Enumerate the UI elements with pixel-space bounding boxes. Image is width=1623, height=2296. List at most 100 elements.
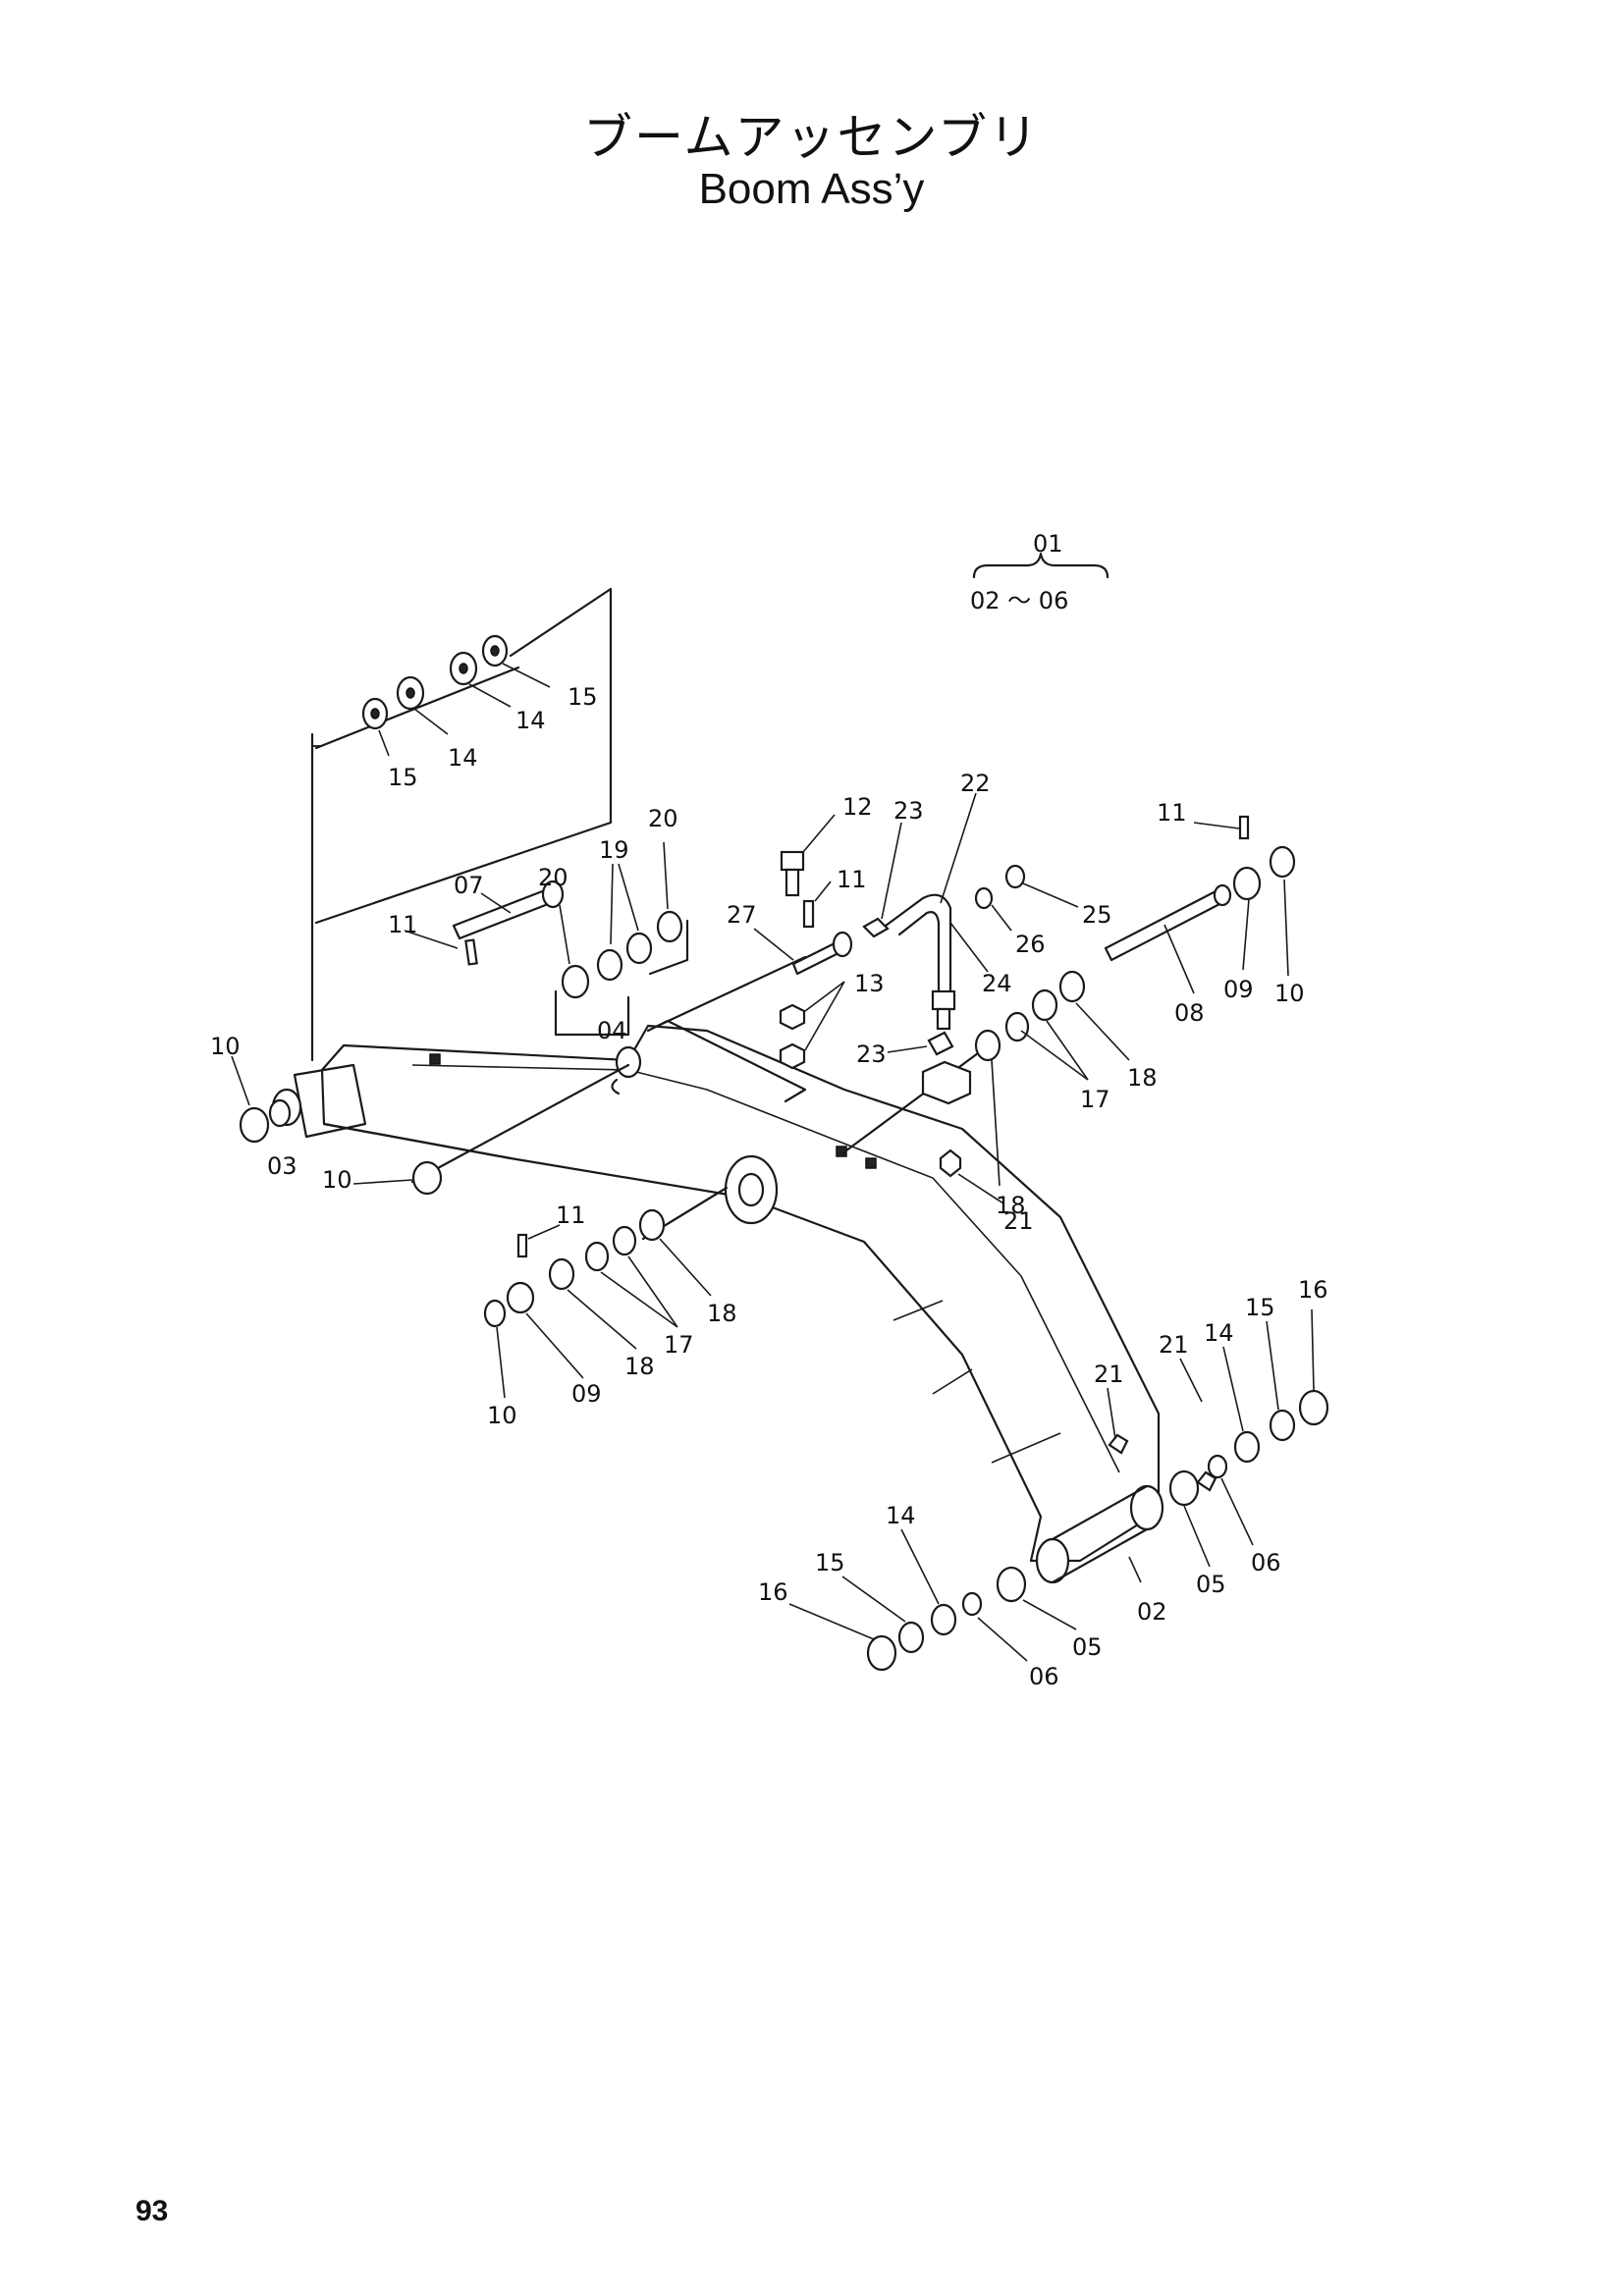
leader (231, 1055, 250, 1106)
left-bushing-group (239, 1098, 443, 1196)
callout-label: 11 (837, 866, 867, 893)
washer-15-left (897, 1621, 925, 1654)
callout-label: 17 (1080, 1086, 1110, 1113)
callout-label: 17 (664, 1331, 694, 1359)
nut-13-lower (779, 1042, 806, 1070)
callout-label: 10 (1274, 980, 1305, 1007)
leader (600, 1255, 678, 1328)
washer-14-right (1233, 1430, 1261, 1464)
pin-11-left (464, 938, 478, 966)
callout-label: 06 (1029, 1663, 1059, 1690)
washer-18-lower-a (548, 1257, 575, 1291)
callout-label: 05 (1072, 1633, 1103, 1661)
leader (804, 981, 845, 1051)
callout-label: 08 (1174, 999, 1205, 1027)
leader (1022, 1599, 1077, 1630)
frame-top-right (314, 587, 613, 925)
pin-07-group (452, 880, 683, 999)
boom-arm-end-tube (1051, 1484, 1149, 1584)
washer-19-right (625, 932, 653, 965)
callout-label: 04 (597, 1017, 627, 1044)
leader (1193, 822, 1240, 829)
washer-17-lower-b (612, 1225, 637, 1256)
group-brace-line (972, 552, 1109, 579)
leader (802, 814, 836, 853)
callout-label: 14 (886, 1502, 916, 1529)
leader (525, 1312, 584, 1379)
pin-27-head (832, 931, 853, 958)
bushing-10-lower (411, 1160, 443, 1196)
nut-13-upper (779, 1003, 806, 1031)
callout-label: 16 (758, 1578, 788, 1606)
leader (1311, 1308, 1315, 1391)
group-label-top: 01 (1033, 530, 1063, 558)
leader (559, 904, 570, 965)
washer-hole (490, 645, 500, 657)
washer-hole (406, 687, 415, 699)
washer-20-left (561, 964, 590, 999)
callout-label: 21 (1003, 1207, 1034, 1235)
callout-label: 18 (996, 1192, 1026, 1219)
fitting-25 (1004, 864, 1026, 889)
leader (940, 792, 977, 904)
leader (1242, 898, 1250, 971)
callout-label: 18 (707, 1300, 737, 1327)
washer-hole (459, 663, 468, 674)
callout-label: 13 (854, 970, 885, 997)
callout-label: 03 (267, 1152, 298, 1180)
bushing-10-right (1269, 845, 1296, 879)
leader (378, 729, 390, 757)
leader (1128, 1556, 1142, 1583)
leader (468, 683, 512, 708)
washer-14-left (930, 1603, 957, 1636)
grease-fitting-21-right (1196, 1470, 1217, 1492)
callout-label: 10 (210, 1033, 241, 1060)
boom-rib-2 (932, 1368, 973, 1395)
washer-09-left (506, 1281, 535, 1314)
callout-label: 09 (1223, 976, 1254, 1003)
leader (1075, 1002, 1130, 1061)
leader (502, 663, 551, 688)
washer-18-right-upper (1058, 970, 1086, 1003)
boom-upper-seam (411, 1064, 1022, 1277)
grease-fitting-21-left (1108, 1433, 1129, 1455)
lower-left-washer-group (483, 1208, 666, 1328)
frame-pin-bracket (554, 989, 630, 1037)
pin-07-head (541, 880, 565, 909)
callout-label: 14 (448, 744, 478, 772)
leader (814, 881, 832, 902)
side-washer-group (974, 970, 1086, 1062)
fitting-26 (974, 886, 994, 910)
pin-11-mid (802, 899, 815, 929)
leader-frames (310, 587, 984, 1241)
page-number: 93 (135, 2195, 169, 2227)
leader (567, 1289, 637, 1350)
callout-label: 23 (856, 1041, 887, 1068)
bolt-12-shank (784, 868, 800, 897)
callout-label: 15 (1245, 1294, 1275, 1321)
washer-18-right-lower (974, 1029, 1001, 1062)
callout-labels: 15 14 14 15 07 11 20 19 20 04 10 03 10 1… (210, 683, 1328, 1690)
leader (404, 930, 459, 949)
leader (1222, 1346, 1244, 1432)
leader (1107, 1387, 1116, 1440)
leader (1179, 1358, 1203, 1403)
callout-label: 14 (1204, 1319, 1234, 1347)
leader (788, 1603, 875, 1640)
leader (977, 1617, 1028, 1662)
bushing-05-left (996, 1566, 1027, 1603)
grease-fitting-21-center (939, 1148, 962, 1178)
leader (753, 928, 794, 961)
washer-09-right (1232, 866, 1262, 901)
washer-20-right (656, 910, 683, 943)
leader (1163, 924, 1195, 994)
hose-22-inner (897, 911, 941, 993)
callout-label: 23 (893, 797, 924, 825)
washer-17-lower-a (584, 1241, 610, 1272)
boom-side-boss-hole (737, 1172, 765, 1207)
leader (659, 1238, 712, 1297)
callout-label: 27 (727, 901, 757, 929)
leader (887, 1045, 928, 1053)
